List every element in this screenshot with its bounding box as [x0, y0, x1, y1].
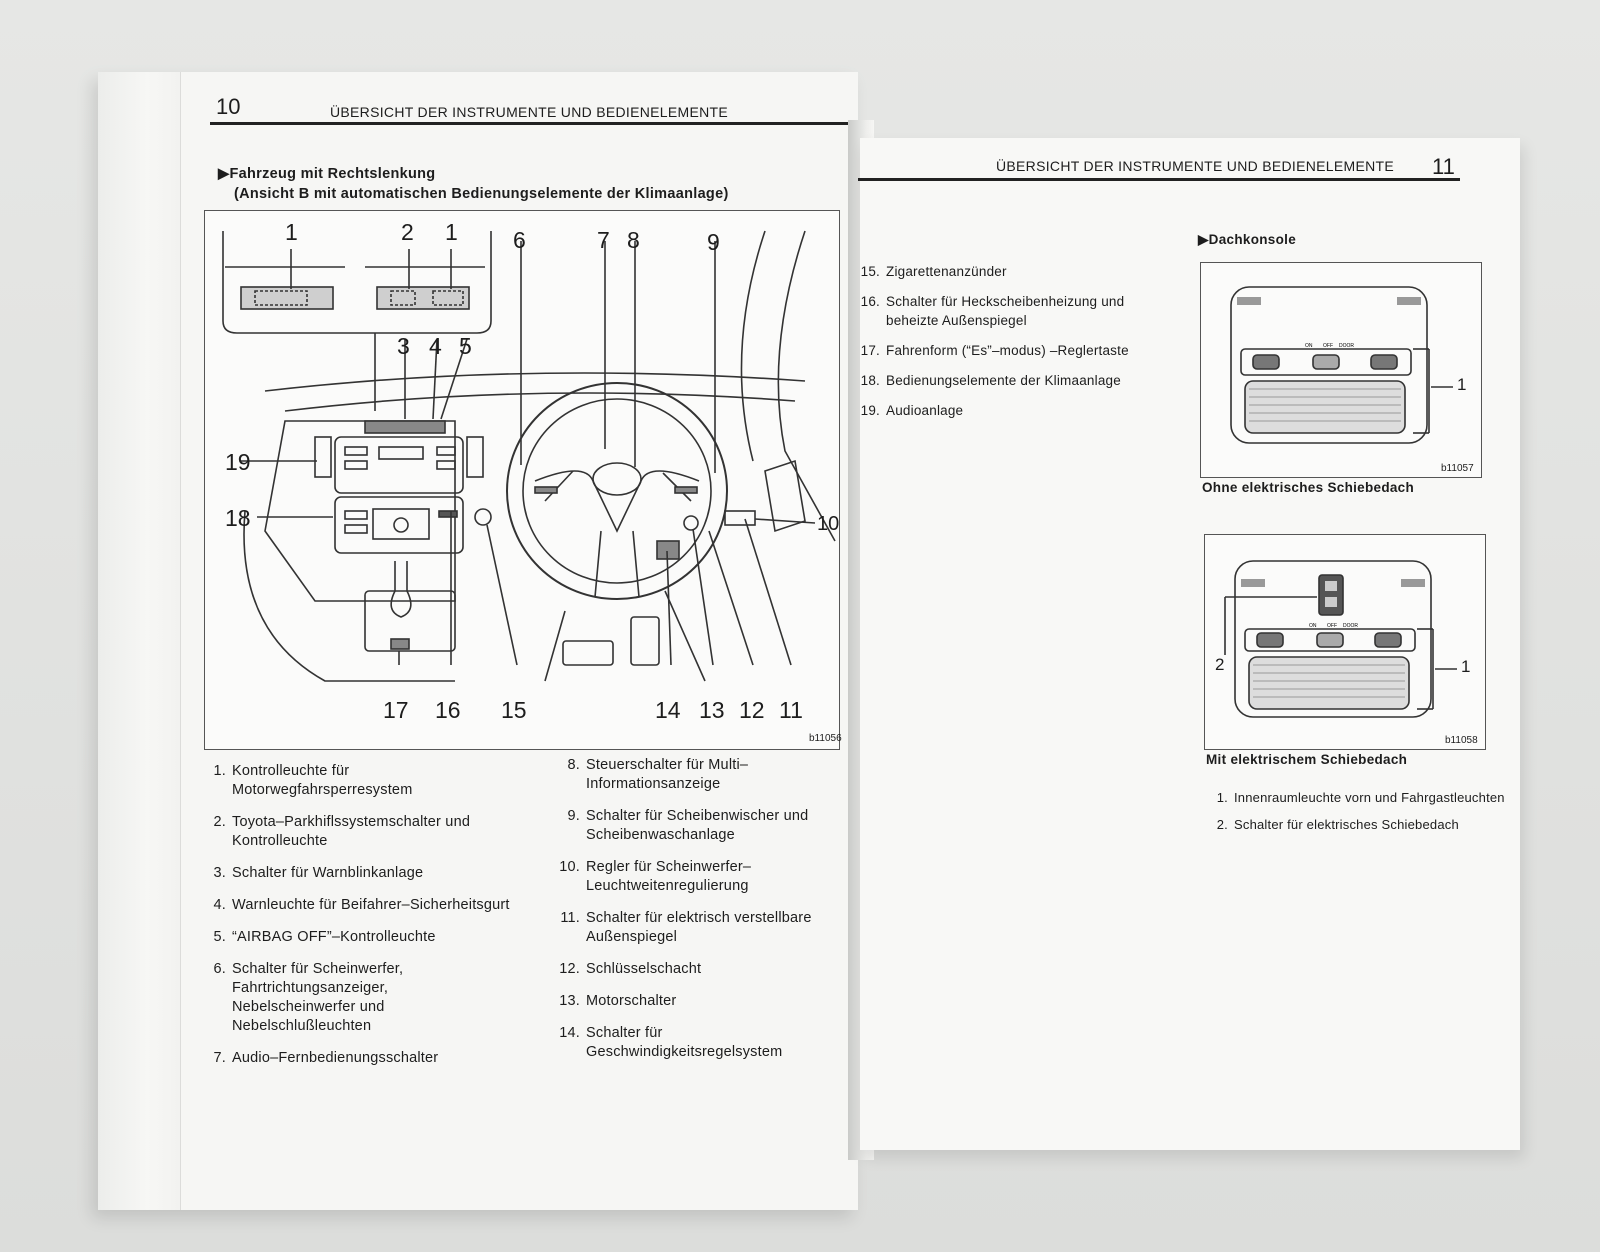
- callout-5: 5: [459, 333, 472, 359]
- list-item: 4.Warnleuchte für Beifahrer–Sicherheitsg…: [213, 897, 510, 913]
- list-item: 6.Schalter für Scheinwerfer, Fahrtrichtu…: [213, 961, 404, 1034]
- switch-label-on: ON: [1309, 623, 1317, 629]
- left-section-subtitle: (Ansicht B mit automatischen Bedienungse…: [234, 186, 729, 202]
- callout-14: 14: [655, 697, 681, 723]
- callout-9: 9: [707, 229, 720, 255]
- list-item: 7.Audio–Fernbedienungsschalter: [213, 1050, 439, 1066]
- callout-18: 18: [225, 505, 251, 531]
- left-items-col1: 1.Kontrolleuchte für Motorwegfahrsperres…: [204, 762, 514, 1081]
- right-header-rule: [858, 178, 1460, 181]
- callout-19: 19: [225, 449, 251, 475]
- switch-label-off: OFF: [1327, 623, 1337, 629]
- left-header-rule: [210, 122, 850, 125]
- roof-console-figure-1: ON OFF DOOR 1 b11057: [1200, 262, 1482, 478]
- list-item: 17.Fahrenform (“Es”–modus) –Reglertaste: [860, 343, 1129, 358]
- callout-4: 4: [429, 333, 442, 359]
- list-item: 15.Zigarettenanzünder: [860, 264, 1007, 279]
- roof-console-figure-2: ON OFF DOOR 2 1 b11058: [1204, 534, 1486, 750]
- roof-console-illustration-1: ON OFF DOOR: [1230, 286, 1453, 444]
- list-item: 5.“AIRBAG OFF”–Kontrolleuchte: [213, 929, 436, 945]
- right-page-number: 11: [1432, 154, 1455, 179]
- right-page: ÜBERSICHT DER INSTRUMENTE UND BEDIENELEM…: [858, 138, 1520, 1150]
- right-page-header: ÜBERSICHT DER INSTRUMENTE UND BEDIENELEM…: [996, 158, 1394, 174]
- dashboard-figure: 1 2 1 6 7 8 9 3 4 5 19 18 10 17 16 15 14…: [204, 210, 842, 750]
- switch-label-door: DOOR: [1339, 343, 1354, 349]
- list-item: 12.Schlüsselschacht: [559, 961, 702, 977]
- callout-10: 10: [817, 513, 840, 535]
- callout-1b: 1: [445, 219, 458, 245]
- list-item: 14.Schalter für Geschwindigkeitsregelsys…: [559, 1025, 783, 1060]
- right-section-title: ▶Dachkonsole: [1198, 232, 1297, 247]
- right-items: 15.Zigarettenanzünder 16.Schalter für He…: [858, 262, 1158, 431]
- list-item: 16.Schalter für Heckscheibenheizung und …: [860, 294, 1125, 328]
- left-page: 10 ÜBERSICHT DER INSTRUMENTE UND BEDIENE…: [98, 72, 858, 1210]
- switch-label-door: DOOR: [1343, 623, 1358, 629]
- dashboard-illustration: [222, 230, 836, 682]
- roof-fig2-code: b11058: [1445, 735, 1478, 746]
- callout-8: 8: [627, 227, 640, 253]
- list-item: 19.Audioanlage: [860, 403, 964, 418]
- list-item: 13.Motorschalter: [559, 993, 677, 1009]
- roof-fig2-callout-1: 1: [1461, 657, 1471, 676]
- callout-17: 17: [383, 697, 409, 723]
- callout-1: 1: [285, 219, 298, 245]
- list-item: 11.Schalter für elektrisch verstellbare …: [560, 910, 812, 945]
- roof-fig1-caption: Ohne elektrisches Schiebedach: [1202, 480, 1415, 495]
- left-items-col2: 8.Steuerschalter für Multi–Informationsa…: [558, 756, 848, 1075]
- roof-items: 1.Innenraumleuchte vorn und Fahrgastleuc…: [1206, 790, 1506, 844]
- callout-15: 15: [501, 697, 527, 723]
- roof-console-illustration-2: ON OFF DOOR: [1224, 560, 1457, 718]
- roof-fig1-callout-1: 1: [1457, 375, 1467, 394]
- left-page-number: 10: [216, 94, 241, 119]
- list-item: 10.Regler für Scheinwerfer–Leuchtweitenr…: [559, 859, 752, 894]
- callout-13: 13: [699, 697, 725, 723]
- list-item: 1.Innenraumleuchte vorn und Fahrgastleuc…: [1216, 790, 1505, 805]
- roof-fig2-callout-2: 2: [1215, 655, 1225, 674]
- roof-fig1-code: b11057: [1441, 463, 1474, 474]
- callout-11: 11: [779, 697, 803, 723]
- left-figure-code: b11056: [809, 733, 842, 744]
- roof-fig2-caption: Mit elektrischem Schiebedach: [1206, 752, 1408, 767]
- list-item: 18.Bedienungselemente der Klimaanlage: [860, 373, 1121, 388]
- left-page-header: ÜBERSICHT DER INSTRUMENTE UND BEDIENELEM…: [330, 104, 728, 120]
- list-item: 1.Kontrolleuchte für Motorwegfahrsperres…: [213, 763, 413, 798]
- list-item: 2.Toyota–Parkhiflssystemschalter und Kon…: [213, 814, 471, 849]
- callout-3: 3: [397, 333, 410, 359]
- switch-label-off: OFF: [1323, 343, 1333, 349]
- callout-16: 16: [435, 697, 461, 723]
- switch-label-on: ON: [1305, 343, 1313, 349]
- callout-2: 2: [401, 219, 414, 245]
- list-item: 9.Schalter für Scheibenwischer und Schei…: [567, 808, 809, 843]
- callout-6: 6: [513, 227, 526, 253]
- left-section-title: ▶Fahrzeug mit Rechtslenkung: [218, 166, 436, 182]
- callout-7: 7: [597, 227, 610, 253]
- callout-12: 12: [739, 697, 765, 723]
- list-item: 8.Steuerschalter für Multi–Informationsa…: [567, 757, 749, 792]
- list-item: 2.Schalter für elektrisches Schiebedach: [1216, 817, 1459, 832]
- list-item: 3.Schalter für Warnblinkanlage: [213, 865, 424, 881]
